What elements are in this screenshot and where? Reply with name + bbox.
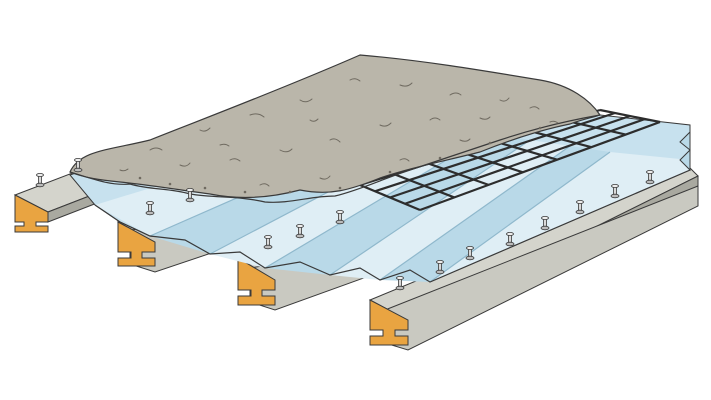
concrete-texture-mark xyxy=(199,127,211,132)
shear-stud-weld xyxy=(465,255,475,261)
shear-stud-head xyxy=(506,231,514,236)
shear-stud-head xyxy=(576,199,584,204)
concrete-speckle xyxy=(243,190,247,194)
shear-stud-head xyxy=(396,275,404,280)
shear-stud-weld xyxy=(575,209,585,215)
concrete-texture-mark xyxy=(379,122,392,127)
concrete-texture-mark xyxy=(219,143,230,147)
concrete-speckle xyxy=(168,182,172,186)
concrete-texture-mark xyxy=(319,175,331,180)
concrete-texture-mark xyxy=(449,92,462,96)
shear-stud-head xyxy=(541,215,549,220)
concrete-texture-mark xyxy=(309,118,319,122)
concrete-speckle xyxy=(488,141,492,145)
concrete-texture-mark xyxy=(279,148,293,153)
shear-stud xyxy=(575,199,585,215)
shear-studs xyxy=(35,157,655,291)
concrete-texture-mark xyxy=(459,138,471,142)
shear-stud xyxy=(465,245,475,261)
steel-beam xyxy=(368,167,699,351)
concrete-texture-mark xyxy=(329,138,341,143)
shear-stud-head xyxy=(36,172,44,177)
shear-stud xyxy=(540,215,550,231)
concrete-texture-mark xyxy=(529,106,540,110)
rebar-bar xyxy=(389,114,631,199)
concrete-speckle xyxy=(138,176,142,180)
shear-stud xyxy=(295,223,305,239)
rebar-bar xyxy=(419,120,661,212)
shear-stud-head xyxy=(466,245,474,250)
rebar-bar xyxy=(404,117,646,205)
shear-stud-head xyxy=(336,209,344,214)
shear-stud xyxy=(610,183,620,199)
shear-stud-weld xyxy=(435,269,445,275)
shear-stud-weld xyxy=(335,219,345,225)
concrete-texture-mark xyxy=(349,78,361,82)
shear-stud xyxy=(263,234,273,250)
concrete-texture-mark xyxy=(299,98,313,103)
concrete-texture-mark xyxy=(399,82,413,87)
concrete-texture-mark xyxy=(149,147,163,151)
shear-stud-weld xyxy=(185,197,195,203)
shear-stud-weld xyxy=(645,179,655,185)
concrete-texture-mark xyxy=(479,116,491,120)
rebar-bar xyxy=(374,111,616,193)
shear-stud xyxy=(335,209,345,225)
shear-stud xyxy=(35,172,45,188)
concrete-texture-mark xyxy=(499,97,510,102)
concrete-speckle xyxy=(438,156,442,160)
shear-stud xyxy=(505,231,515,247)
shear-stud-weld xyxy=(395,285,405,291)
shear-stud-head xyxy=(436,259,444,264)
shear-stud-head xyxy=(296,223,304,228)
concrete-speckle xyxy=(288,190,292,194)
shear-stud-weld xyxy=(505,241,515,247)
shear-stud-weld xyxy=(610,193,620,199)
shear-stud-weld xyxy=(73,167,83,173)
concrete-slab xyxy=(69,54,601,203)
shear-stud-head xyxy=(264,234,272,239)
concrete-texture-mark xyxy=(549,120,559,124)
concrete-speckle xyxy=(388,170,392,174)
shear-stud xyxy=(395,275,405,291)
concrete-texture-mark xyxy=(179,162,191,167)
shear-stud xyxy=(73,157,83,173)
concrete-speckle xyxy=(338,186,342,190)
shear-stud-head xyxy=(611,183,619,188)
shear-stud-weld xyxy=(35,182,45,188)
concrete-speckle xyxy=(203,186,207,190)
shear-stud-weld xyxy=(145,210,155,216)
concrete-texture-mark xyxy=(429,117,441,121)
shear-stud xyxy=(145,200,155,216)
shear-stud-head xyxy=(146,200,154,205)
shear-stud-weld xyxy=(295,233,305,239)
concrete-speckle xyxy=(538,126,542,130)
concrete-texture-mark xyxy=(399,158,410,162)
shear-stud-weld xyxy=(540,225,550,231)
shear-stud-head xyxy=(646,169,654,174)
concrete-texture-mark xyxy=(229,158,241,162)
shear-stud xyxy=(645,169,655,185)
concrete-texture-mark xyxy=(119,168,129,172)
concrete-texture-mark xyxy=(259,183,270,187)
concrete-texture-mark xyxy=(249,113,265,118)
shear-stud-head xyxy=(186,187,194,192)
shear-stud xyxy=(185,187,195,203)
shear-stud-head xyxy=(74,157,82,162)
shear-stud-weld xyxy=(263,244,273,250)
shear-stud xyxy=(435,259,445,275)
